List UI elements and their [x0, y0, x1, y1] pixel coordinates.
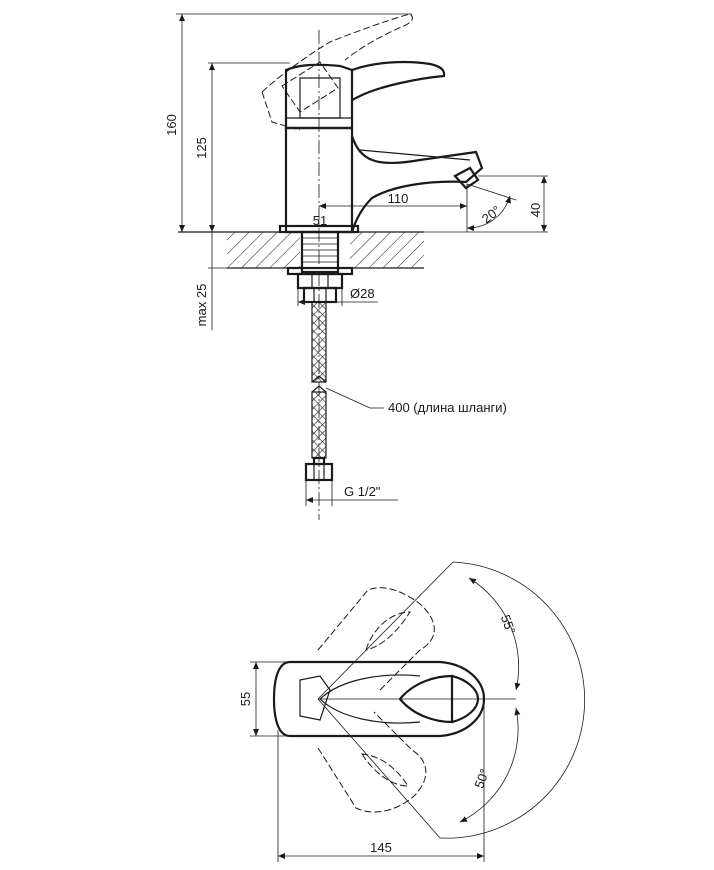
lever-handle	[284, 60, 446, 130]
dimension-spout-angle: 20°	[466, 183, 517, 232]
label-body-offset: 51	[313, 213, 327, 228]
braided-hose	[304, 301, 334, 482]
faucet-body	[278, 126, 484, 234]
label-height-spout: 125	[194, 137, 209, 159]
label-spout-drop: 40	[528, 203, 543, 217]
dimension-height-total: 160	[164, 13, 412, 232]
dimension-body-offset: 51	[313, 213, 327, 228]
side-view: 160 125 max 25 110 51	[164, 13, 548, 520]
label-rotation-right: 55°	[498, 613, 519, 637]
label-body-width: 55	[238, 692, 253, 706]
dimension-total-length: 145	[277, 706, 485, 862]
dimension-spout-drop: 40	[352, 175, 548, 233]
dimension-height-spout: 125	[194, 62, 290, 232]
label-rotation-left: 50°	[471, 767, 492, 791]
label-height-total: 160	[164, 114, 179, 136]
dimension-max-thickness: max 25	[194, 232, 227, 330]
faucet-body-top	[272, 660, 486, 738]
dimension-body-width: 55	[238, 661, 296, 737]
lever-rotated-right-outline	[317, 711, 427, 813]
top-view: 55 145 55° 50°	[238, 561, 586, 862]
dimension-connection-thread: G 1/2"	[305, 480, 398, 506]
dimension-hose-length: 400 (длина шланги)	[325, 387, 507, 415]
label-spout-angle: 20°	[479, 202, 504, 226]
label-connection-thread: G 1/2"	[344, 484, 381, 499]
label-spout-reach: 110	[388, 191, 409, 206]
label-mount-diameter: Ø28	[350, 286, 375, 301]
rotation-arc	[439, 561, 586, 839]
lever-handle-raised-outline	[261, 13, 413, 131]
dimension-spout-reach: 110	[319, 184, 468, 232]
dimension-mount-diameter: Ø28	[297, 286, 378, 306]
lever-rotated-left-outline	[317, 587, 435, 691]
label-total-length: 145	[370, 840, 392, 855]
label-max-thickness: max 25	[194, 284, 209, 327]
label-hose-length: 400 (длина шланги)	[388, 400, 507, 415]
